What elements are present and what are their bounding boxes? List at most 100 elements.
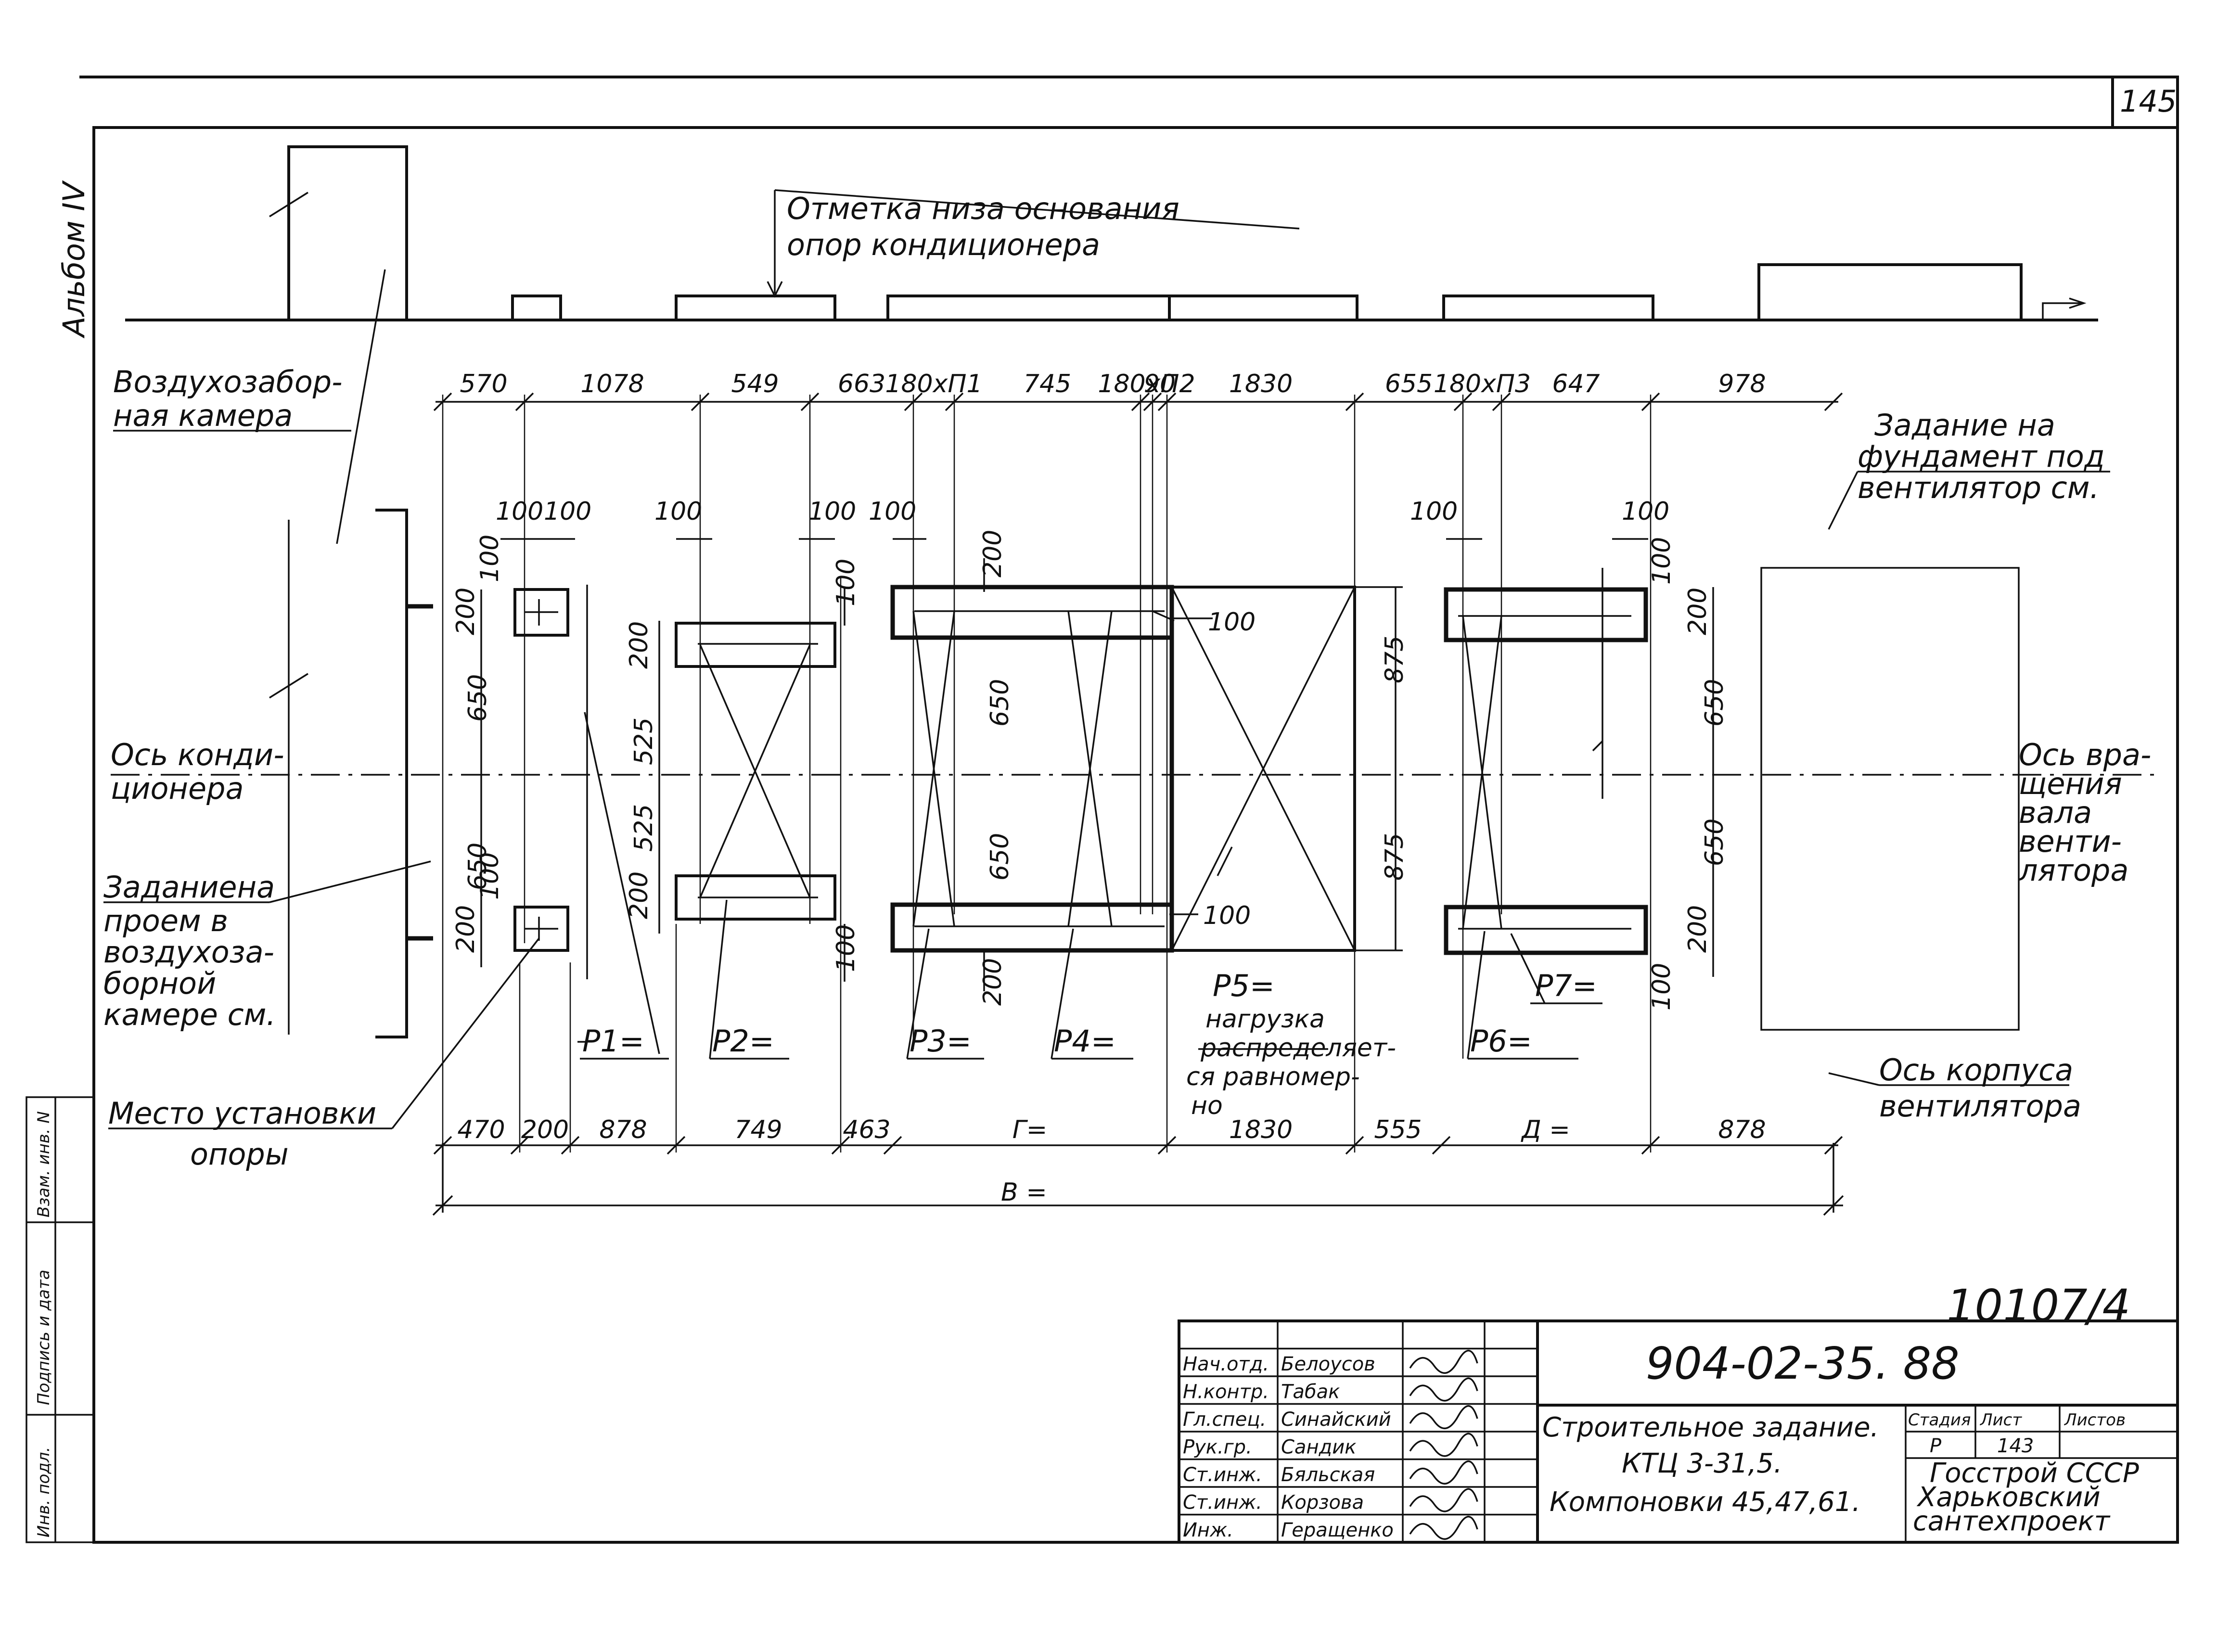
stamp-inv: Инв. подл. xyxy=(34,1447,53,1537)
tb-role-1: Н.контр. xyxy=(1183,1381,1269,1403)
dim-200-v6: 200 xyxy=(978,958,1007,1006)
top-dim-4: 180хП1 xyxy=(885,370,982,398)
tb-name-4: Бяльская xyxy=(1281,1464,1375,1486)
tb-role-6: Инж. xyxy=(1183,1519,1233,1541)
dim-650-v5: 650 xyxy=(1700,679,1729,727)
shaft-label-4: венти- xyxy=(2019,824,2122,859)
dim-100-h: 100 xyxy=(1208,608,1256,637)
signature xyxy=(1409,1516,1478,1540)
dim-525-v2: 525 xyxy=(629,804,658,852)
dim-200-v3: 200 xyxy=(625,621,654,669)
support-5 xyxy=(1170,586,1403,952)
support-1 xyxy=(480,538,660,1054)
bottom-dim-3: 749 xyxy=(734,1115,782,1144)
opening-label-2: проем в xyxy=(103,903,228,938)
bottom-dim-8: Д = xyxy=(1521,1115,1570,1144)
fan-foundation xyxy=(1760,567,2020,1031)
p5-note-3: ся равномер- xyxy=(1186,1063,1360,1091)
dim-100-i: 100 xyxy=(1203,901,1251,930)
dim-100-v2: 100 xyxy=(475,852,504,900)
dim-875-v2: 875 xyxy=(1380,833,1409,881)
load-p5: P5= xyxy=(1213,968,1275,1003)
base-note-line1: Отметка низа основания xyxy=(787,191,1179,226)
bottom-tick xyxy=(883,1136,902,1155)
bottom-dim-9: 878 xyxy=(1718,1115,1766,1144)
load-p7: P7= xyxy=(1535,968,1597,1003)
dim-100-c: 100 xyxy=(654,497,702,526)
shaft-label-5: лятора xyxy=(2018,853,2128,888)
support-6 xyxy=(1444,538,1714,977)
tb-name-5: Корзова xyxy=(1281,1492,1364,1514)
dim-650-v4: 650 xyxy=(986,833,1014,881)
bottom-tick xyxy=(1432,1136,1451,1155)
top-dim-2: 549 xyxy=(731,370,779,398)
dim-100-d: 100 xyxy=(808,497,856,526)
bottom-dim-4: 463 xyxy=(843,1115,890,1144)
load-p6: P6= xyxy=(1470,1024,1532,1059)
dim-100-e: 100 xyxy=(869,497,916,526)
page-number: 145 xyxy=(2120,84,2177,119)
dim-100-b: 100 xyxy=(544,497,591,526)
dim-525-v1: 525 xyxy=(629,717,658,765)
load-p3: P3= xyxy=(910,1024,972,1059)
dim-100-v3: 100 xyxy=(832,559,860,606)
top-dim-11: 647 xyxy=(1552,370,1600,398)
opening-label-3: воздухоза- xyxy=(103,935,274,970)
intake-wall xyxy=(269,509,433,1038)
shaft-label-2: щения xyxy=(2019,766,2122,801)
tb-name-3: Сандик xyxy=(1281,1436,1356,1459)
signature xyxy=(1409,1460,1478,1485)
dim-650-v2: 650 xyxy=(463,843,492,890)
stamp-sign: Подпись и дата xyxy=(34,1269,53,1405)
support-label-2: опоры xyxy=(190,1137,289,1172)
signature xyxy=(1409,1377,1478,1402)
top-dim-10: 180хП3 xyxy=(1434,370,1531,398)
top-dim-3: 663 xyxy=(838,370,885,398)
top-dim-7: 90 xyxy=(1144,370,1176,398)
bottom-dim-5: Г= xyxy=(1012,1115,1048,1144)
opening-label-1: Заданиена xyxy=(103,870,275,905)
sheet-header: Лист xyxy=(1979,1410,2022,1430)
intake-label-1: Воздухозабор- xyxy=(113,364,342,399)
title-block-rows: Нач.отд.БелоусовН.контр.ТабакГл.спец.Син… xyxy=(1179,1347,1538,1541)
tb-role-5: Ст.инж. xyxy=(1183,1492,1262,1514)
opening-label-5: камерe см. xyxy=(103,997,276,1032)
base-note-leader-line xyxy=(774,189,1300,230)
bottom-dim-0: 470 xyxy=(457,1115,505,1144)
top-dim-9: 655 xyxy=(1385,370,1433,398)
dim-200-v7: 200 xyxy=(1683,588,1712,635)
axis-label-2: ционера xyxy=(111,771,243,806)
support-label-1: Место установки xyxy=(108,1096,376,1131)
load-p1: P1= xyxy=(582,1024,644,1059)
archive-number: 10107/4 xyxy=(1947,1280,2130,1332)
load-p2: P2= xyxy=(712,1024,774,1059)
bottom-dim-6: 1830 xyxy=(1229,1115,1293,1144)
tb-role-3: Рук.гр. xyxy=(1183,1436,1252,1459)
tb-role-0: Нач.отд. xyxy=(1183,1353,1269,1375)
doc-desc-2: КТЦ 3-31,5. xyxy=(1622,1448,1782,1479)
album-label: Альбом IV xyxy=(56,179,91,339)
axis-label-1: Ось конди- xyxy=(111,737,284,772)
foundation-label-1: Задание на xyxy=(1874,408,2055,443)
dim-875-v1: 875 xyxy=(1380,636,1409,683)
fan-axis-label-1: Ось корпуса xyxy=(1879,1052,2073,1088)
tb-name-1: Табак xyxy=(1281,1381,1340,1403)
tb-role-4: Ст.инж. xyxy=(1183,1464,1262,1486)
tb-name-2: Синайский xyxy=(1281,1409,1391,1431)
dim-100-f: 100 xyxy=(1410,497,1458,526)
p5-note-4: но xyxy=(1191,1091,1223,1120)
top-dim-5: 745 xyxy=(1024,370,1071,398)
dim-650-v6: 650 xyxy=(1700,819,1729,866)
sheet-frame xyxy=(92,126,2179,1544)
tb-name-6: Геращенко xyxy=(1281,1519,1394,1541)
top-dim-8: 1830 xyxy=(1229,370,1293,398)
top-dim-1: 1078 xyxy=(580,370,644,398)
shaft-label-3: вала xyxy=(2019,795,2092,830)
signature xyxy=(1409,1350,1478,1374)
sheet-value: 143 xyxy=(1997,1435,2034,1457)
sheets-header: Листов xyxy=(2063,1410,2126,1430)
foundation-label-2: фундамент под xyxy=(1858,439,2105,474)
